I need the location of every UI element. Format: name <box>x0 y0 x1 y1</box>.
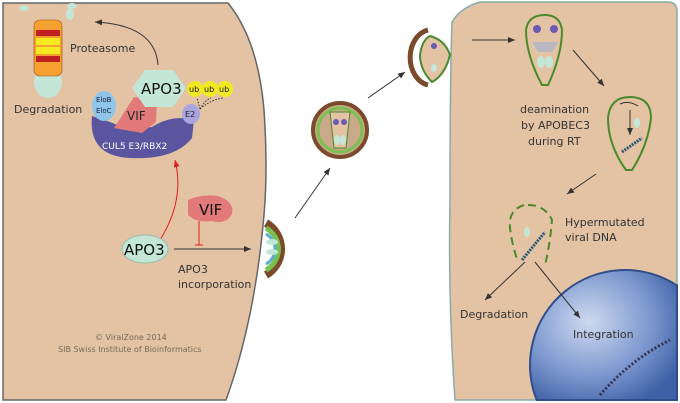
nucleus <box>529 269 678 401</box>
e2-label: E2 <box>185 110 195 119</box>
hypermutated-label-1: Hypermutated <box>565 216 645 229</box>
free-virion-icon <box>311 101 369 159</box>
degradation-bottom-arrow <box>484 261 526 301</box>
ub-label: ub <box>189 85 199 94</box>
ub-label: ub <box>219 85 229 94</box>
deamination-label-1: deamination <box>520 103 589 116</box>
integration-arrow <box>534 261 581 319</box>
elob-label: EloB <box>96 96 112 104</box>
credit-line-2: SIB Swiss Institute of Bioinformatics <box>58 345 202 354</box>
vif-free-shape <box>188 195 233 223</box>
hypermutated-label-2: viral DNA <box>565 231 617 244</box>
hypermutated-dna-icon <box>508 204 554 266</box>
apo3-complex-label: APO3 <box>141 80 182 98</box>
apo3-free-label: APO3 <box>124 241 165 259</box>
cul5-label: CUL5 E3/RBX2 <box>102 142 167 152</box>
deamination-label-3: during RT <box>528 135 581 148</box>
vif-binding-arrow <box>159 159 180 241</box>
degradation-arrow <box>94 19 159 66</box>
elob-eloc-shape <box>92 91 116 121</box>
entry-arrow <box>367 71 406 99</box>
uncoating2-arrow <box>566 173 597 195</box>
release-arrow <box>294 167 331 219</box>
e2-shape <box>182 104 200 124</box>
entering-virion-icon <box>407 27 452 88</box>
integrated-dna <box>598 338 671 396</box>
proteasome-icon <box>19 3 77 98</box>
credit-line-1: © ViralZone 2014 <box>95 333 167 342</box>
eloc-label: EloC <box>96 107 112 115</box>
apo3-complex-shape <box>132 70 186 107</box>
apo3-free-shape <box>121 234 169 264</box>
capsid-with-rna-icon <box>524 13 564 86</box>
deamination-label-2: by APOBEC3 <box>521 119 590 132</box>
incorporation-label-1: APO3 <box>178 263 208 276</box>
degradation-bottom-label: Degradation <box>460 308 528 321</box>
vif-inhibition <box>195 221 203 246</box>
producer-cell <box>2 2 267 401</box>
integration-label: Integration <box>573 328 634 341</box>
budding-virion-icon <box>263 219 286 279</box>
ubiquitin-chain: ub ub ub <box>187 81 233 97</box>
proteasome-label: Proteasome <box>70 42 135 55</box>
vif-complex-label: VIF <box>127 109 146 123</box>
degradation-top-label: Degradation <box>14 103 82 116</box>
incorporation-label-2: incorporation <box>178 278 251 291</box>
rt-arrow <box>572 49 605 87</box>
vif-free-label: VIF <box>199 201 222 219</box>
capsid-reverse-transcription-icon <box>606 95 653 171</box>
ub-label: ub <box>204 85 214 94</box>
